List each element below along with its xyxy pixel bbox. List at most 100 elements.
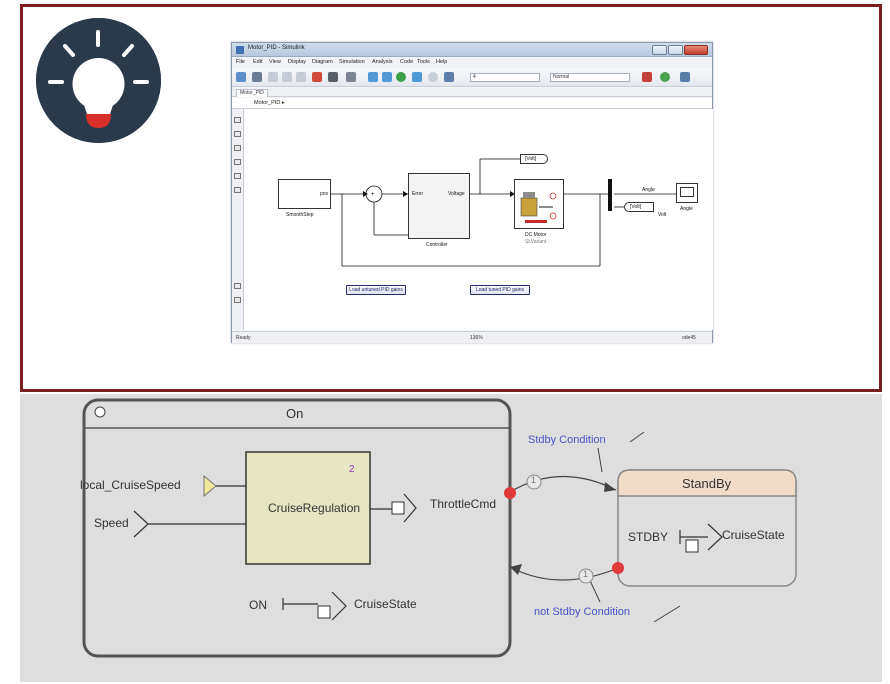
cruise-regulation-index: 2 <box>349 464 355 475</box>
run-icon[interactable] <box>396 72 406 82</box>
transition-not-stdby-condition[interactable]: not Stdby Condition <box>534 606 631 618</box>
menu-analysis[interactable]: Analysis <box>372 59 393 65</box>
minimize-button[interactable] <box>652 45 667 55</box>
simulation-mode-select[interactable]: Normal <box>550 73 630 82</box>
volt-signal-label: Volt <box>658 212 667 218</box>
close-button[interactable] <box>684 45 708 55</box>
goto-volt-block[interactable]: [Volt] <box>520 154 548 164</box>
outport-throttle: ThrottleCmd <box>430 497 497 511</box>
signal-lines: + <box>331 158 676 267</box>
junction-dot-standby <box>612 562 624 574</box>
camera-icon[interactable] <box>234 283 241 289</box>
hierarchy-icon[interactable] <box>234 297 241 303</box>
step-back-2-icon[interactable] <box>382 72 392 82</box>
fit-view-icon[interactable] <box>234 131 241 137</box>
transition-order-bottom: 1 <box>583 569 589 579</box>
controller-block[interactable] <box>408 173 470 239</box>
on-label: ON <box>249 598 267 612</box>
controller-in-label: Error <box>412 191 424 197</box>
breadcrumb[interactable]: Motor_PID ▸ <box>254 100 285 106</box>
forward-icon[interactable] <box>282 72 292 82</box>
inport-cruise-speed: local_CruiseSpeed <box>80 478 181 492</box>
menu-view[interactable]: View <box>269 59 281 65</box>
standby-state-title: StandBy <box>682 476 732 491</box>
window-title: Motor_PID - Simulink <box>248 45 305 51</box>
settings-gear-icon[interactable] <box>328 72 338 82</box>
dc-motor-variant-label: SLVariant <box>525 239 547 245</box>
smoothstep-port-label: pos <box>320 191 329 197</box>
menu-help[interactable]: Help <box>436 59 448 65</box>
on-output-label: CruiseState <box>354 597 417 611</box>
standby-label: STDBY <box>628 530 669 544</box>
state-history-icon <box>94 406 106 418</box>
up-icon[interactable] <box>296 72 306 82</box>
new-model-icon[interactable] <box>236 72 246 82</box>
stop-time-field[interactable]: 4 <box>470 73 540 82</box>
scope-screen-icon <box>680 187 694 197</box>
status-solver: ode45 <box>682 335 696 341</box>
mux-block <box>608 179 612 211</box>
lightbulb-icon <box>36 18 161 143</box>
stateflow-diagram <box>82 398 797 658</box>
load-untuned-gains-button[interactable]: Load untuned PID gains <box>346 285 406 295</box>
zoom-icon[interactable] <box>234 117 241 123</box>
menu-edit[interactable]: Edit <box>253 59 263 65</box>
tab-motor-pid[interactable]: Motor_PID <box>236 89 268 97</box>
address-bar: Motor_PID ▸ <box>232 98 712 109</box>
check-icon[interactable] <box>660 72 670 82</box>
goto-volt-label: [Volt] <box>525 156 537 162</box>
step-back-icon[interactable] <box>368 72 378 82</box>
menu-code[interactable]: Code <box>400 59 414 65</box>
step-forward-icon[interactable] <box>412 72 422 82</box>
menu-diagram[interactable]: Diagram <box>312 59 333 65</box>
from-volt-label: [Volt] <box>630 204 642 210</box>
area-icon[interactable] <box>234 187 241 193</box>
on-state-title: On <box>286 406 304 421</box>
scope-label: Angle <box>680 206 693 212</box>
scope-block[interactable] <box>676 183 698 203</box>
from-volt-block[interactable]: [Volt] <box>624 202 654 212</box>
debug-icon[interactable] <box>642 72 652 82</box>
dc-motor-block[interactable] <box>514 179 564 229</box>
transition-stdby-condition[interactable]: Stdby Condition <box>528 434 606 446</box>
smoothstep-label: SmoothStep <box>286 212 314 218</box>
model-canvas: + pos SmoothStep Error Voltage Controlle… <box>244 109 713 330</box>
maximize-button[interactable] <box>668 45 683 55</box>
cruise-regulation-title[interactable]: CruiseRegulation <box>268 501 361 515</box>
stateflow-panel: On StandBy local_CruiseSpeed Speed Cruis… <box>20 394 882 682</box>
controller-label: Controller <box>426 242 448 248</box>
menu-simulation[interactable]: Simulation <box>339 59 365 65</box>
status-bar: Ready 136% ode45 <box>232 331 712 343</box>
menu-file[interactable]: File <box>236 59 245 65</box>
side-palette <box>232 109 244 330</box>
junction-dot-on <box>504 487 516 499</box>
menu-tools[interactable]: Tools <box>417 59 430 65</box>
library-browser-icon[interactable] <box>312 72 322 82</box>
status-ready: Ready <box>236 335 251 341</box>
cruise-regulation-box <box>245 451 371 565</box>
load-tuned-gains-button[interactable]: Load tuned PID gains <box>470 285 530 295</box>
svg-text:+: + <box>371 192 375 198</box>
dc-motor-label: DC Motor <box>525 232 547 238</box>
back-icon[interactable] <box>268 72 278 82</box>
transition-order-top: 1 <box>531 475 537 485</box>
save-icon[interactable] <box>252 72 262 82</box>
model-explorer-icon[interactable] <box>346 72 356 82</box>
stop-icon[interactable] <box>428 72 438 82</box>
simulink-app-icon <box>236 46 244 54</box>
annotation-icon[interactable] <box>234 159 241 165</box>
arrow-icon[interactable] <box>234 145 241 151</box>
menu-display[interactable]: Display <box>288 59 307 65</box>
scope-icon[interactable] <box>444 72 454 82</box>
inport-speed: Speed <box>94 516 129 530</box>
standby-output-label: CruiseState <box>722 528 785 542</box>
lightbulb-badge <box>36 18 161 143</box>
motor-icon <box>520 192 557 223</box>
smoothstep-block[interactable] <box>278 179 331 209</box>
grid-icon[interactable] <box>680 72 690 82</box>
tab-strip: Motor_PID <box>232 88 712 97</box>
menu-bar: File Edit View Display Diagram Simulatio… <box>232 57 712 68</box>
status-zoom: 136% <box>470 335 483 341</box>
image-icon[interactable] <box>234 173 241 179</box>
simulink-window: Motor_PID - Simulink File Edit View Disp… <box>231 42 713 343</box>
